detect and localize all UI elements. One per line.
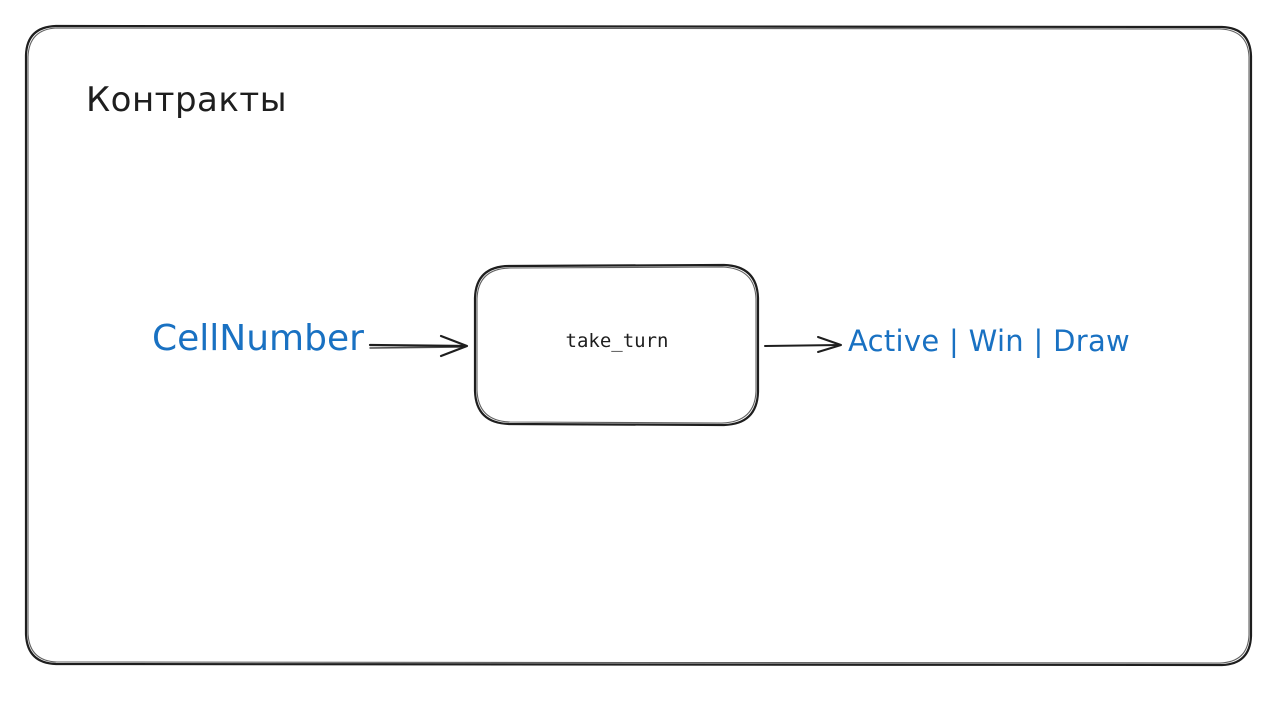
output-arrow <box>764 336 842 353</box>
frame-title: Контракты <box>86 80 288 120</box>
outer-frame <box>24 24 1253 667</box>
input-arrow <box>368 334 469 358</box>
process-box <box>473 263 760 427</box>
process-function-label: take_turn <box>565 330 669 352</box>
output-type-label: Active | Win | Draw <box>848 324 1131 358</box>
input-type-label: CellNumber <box>152 318 364 359</box>
